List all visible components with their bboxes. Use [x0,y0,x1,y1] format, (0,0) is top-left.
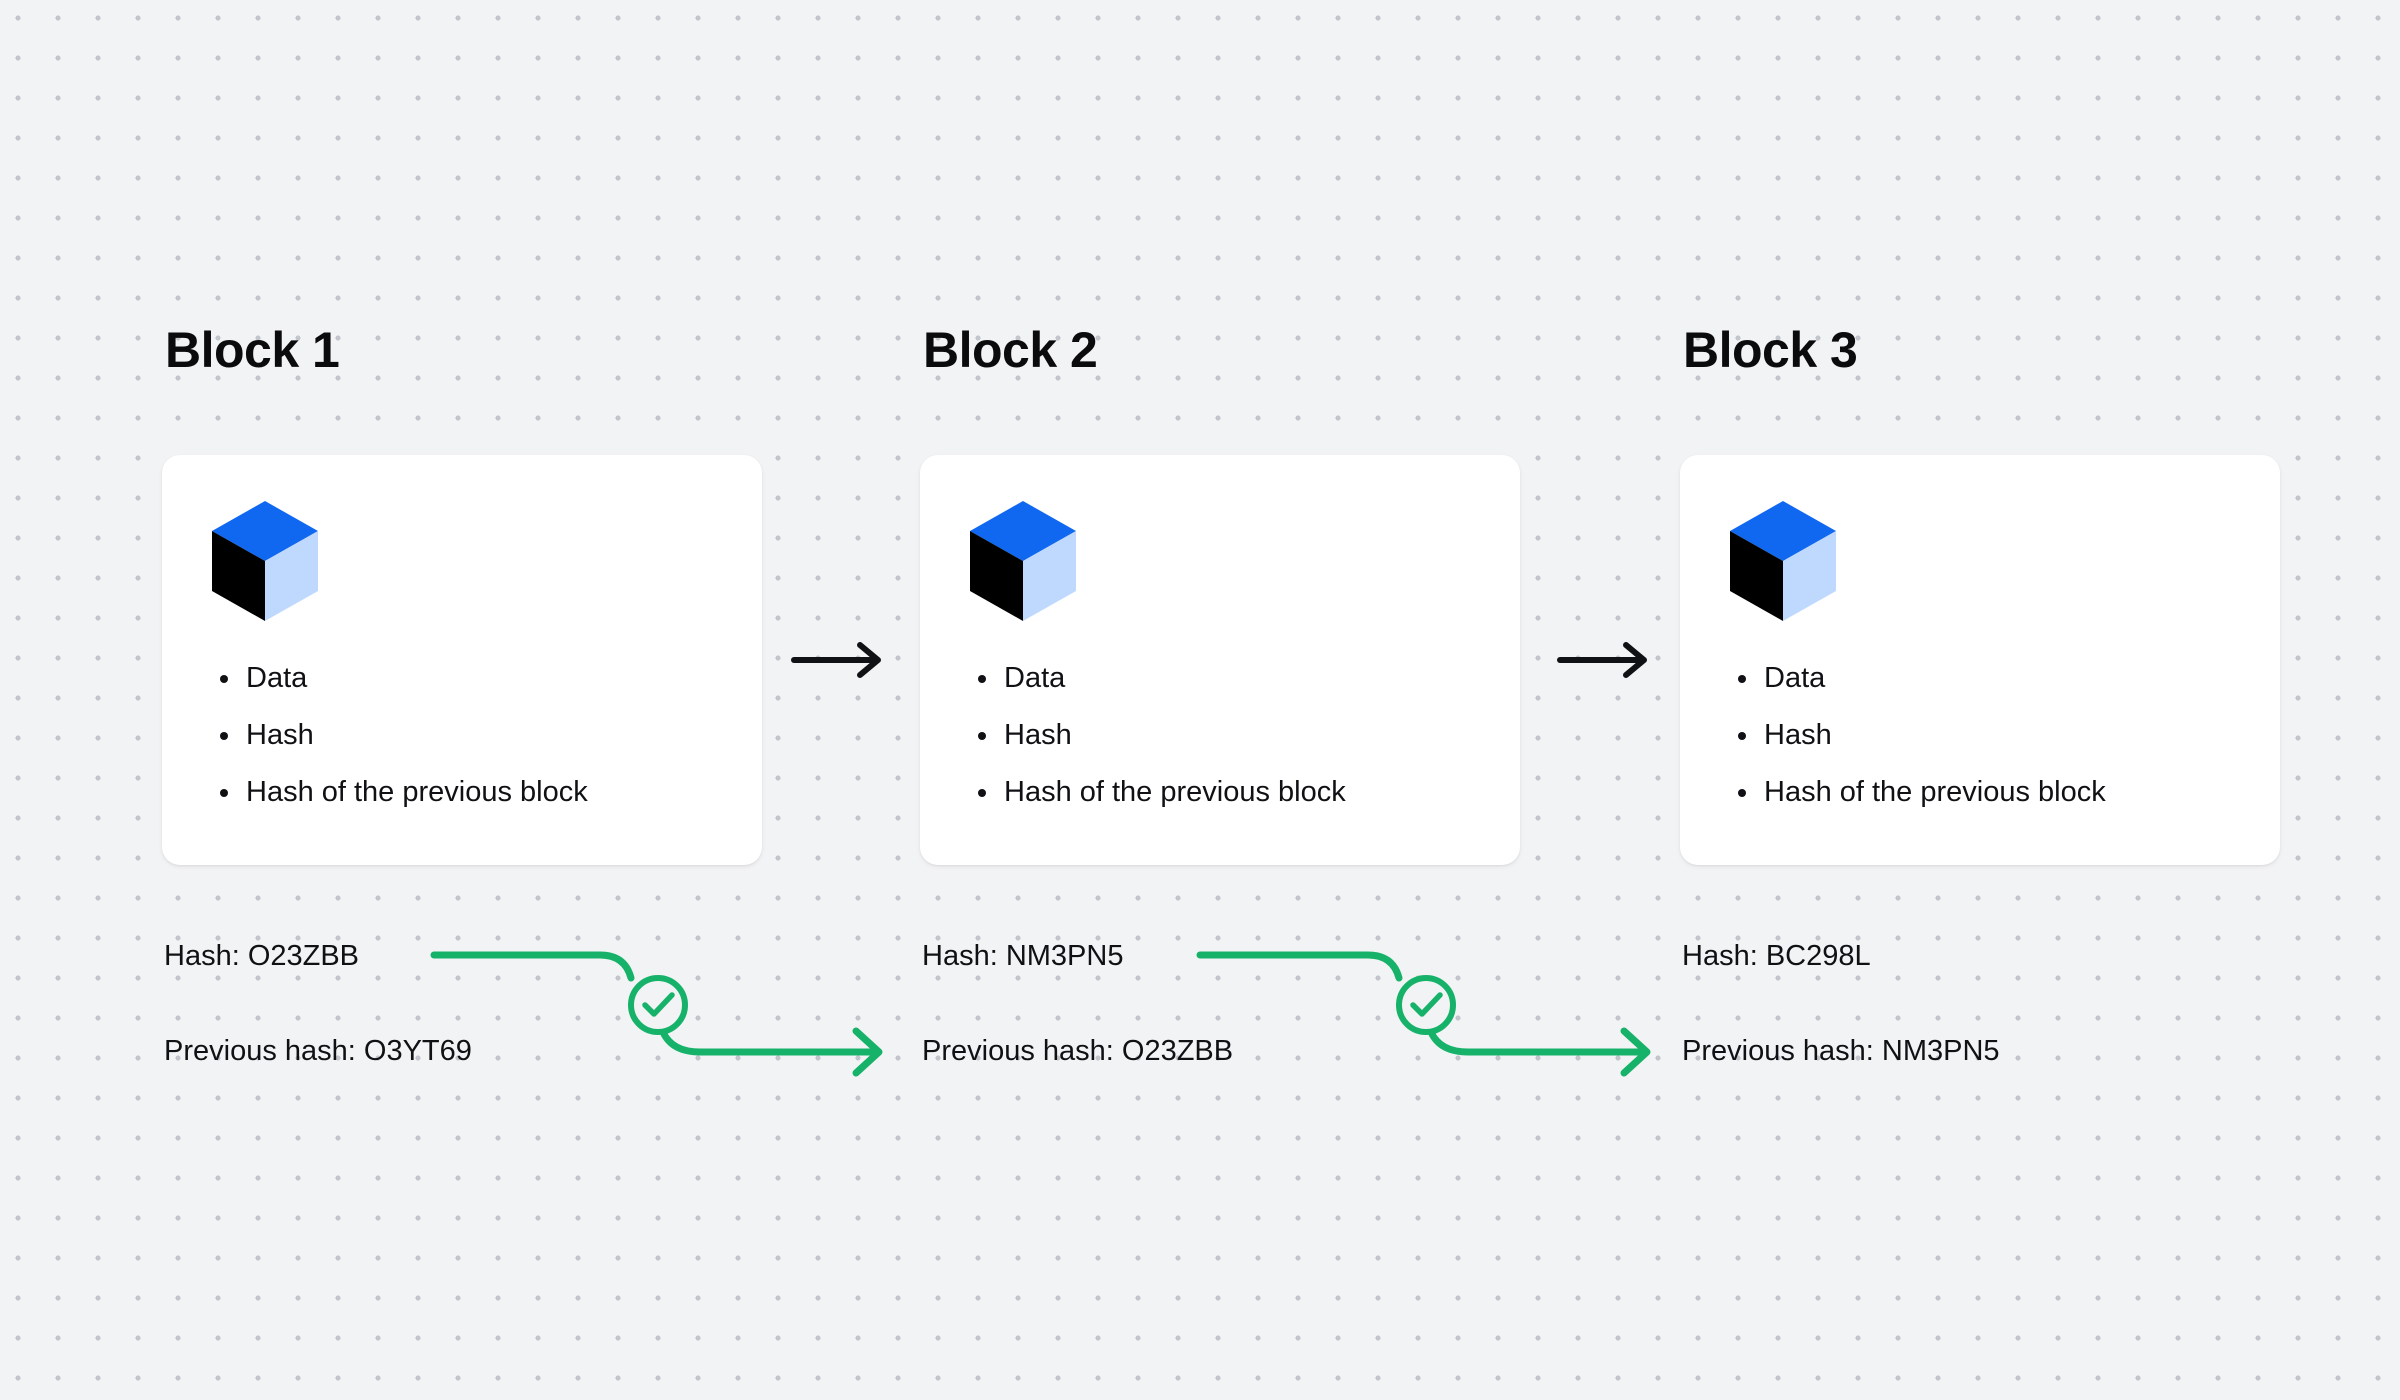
list-item-label: Hash of the previous block [1004,776,1346,808]
cube-right-face [1783,531,1836,621]
list-item-label: Hash of the previous block [246,776,588,808]
list-item: Data [214,660,588,697]
hash-link-arrowhead [1620,1027,1651,1077]
block-detail-list-2: Data Hash Hash of the previous block [972,660,1346,811]
hash-link-bottom-segment [1427,1028,1646,1056]
block-previous-hash-label-2: Previous hash: O23ZBB [922,1035,1234,1067]
list-item-label: Hash [1764,719,1832,751]
block-card-1[interactable]: Data Hash Hash of the previous block [162,455,762,865]
list-item-label: Data [1764,662,1826,694]
check-circle-icon [1396,975,1456,1035]
list-item: Hash of the previous block [214,774,588,811]
list-item: Hash [1732,717,2106,754]
list-item-label: Data [1004,662,1066,694]
block-card-2[interactable]: Data Hash Hash of the previous block [920,455,1520,865]
block-title-1: Block 1 [165,322,340,378]
block-previous-hash-label-3: Previous hash: NM3PN5 [1682,1035,2000,1067]
list-item: Data [972,660,1346,697]
block-title-2: Block 2 [923,322,1098,378]
cube-right-face [1023,531,1076,621]
list-item: Hash [214,717,588,754]
arrow-head [1623,642,1647,678]
bullet-icon [220,732,228,740]
hash-link-block1-to-block2 [430,951,883,1077]
list-item: Hash of the previous block [1732,774,2106,811]
cube-left-face [970,531,1023,621]
list-item: Hash [972,717,1346,754]
block-previous-hash-label-1: Previous hash: O3YT69 [164,1035,472,1067]
cube-left-face [1730,531,1783,621]
bullet-icon [978,789,986,797]
list-item-label: Hash [1004,719,1072,751]
bullet-icon [220,789,228,797]
arrow-block2-to-block3 [1557,642,1647,678]
bullet-icon [1738,732,1746,740]
check-mark-icon [1410,992,1443,1017]
cube-icon [970,501,1076,621]
arrow-block1-to-block2 [791,642,881,678]
list-item: Data [1732,660,2106,697]
bullet-icon [220,675,228,683]
bullet-icon [978,675,986,683]
block-hash-label-1: Hash: O23ZBB [164,940,360,972]
block-hash-label-3: Hash: BC298L [1682,940,1871,972]
bullet-icon [1738,789,1746,797]
block-card-3[interactable]: Data Hash Hash of the previous block [1680,455,2280,865]
cube-left-face [212,531,265,621]
cube-icon [212,501,318,621]
list-item-label: Data [246,662,308,694]
bullet-icon [1738,675,1746,683]
list-item-label: Hash of the previous block [1764,776,2106,808]
bullet-icon [978,732,986,740]
block-title-3: Block 3 [1683,322,1858,378]
cube-icon [1730,501,1836,621]
hash-link-block2-to-block3 [1196,951,1651,1077]
block-hash-label-2: Hash: NM3PN5 [922,940,1124,972]
hash-link-arrowhead [852,1027,883,1077]
hash-link-top-segment [430,951,635,982]
list-item: Hash of the previous block [972,774,1346,811]
hash-link-bottom-segment [659,1028,878,1056]
block-detail-list-3: Data Hash Hash of the previous block [1732,660,2106,811]
hash-link-top-segment [1196,951,1403,982]
cube-right-face [265,531,318,621]
check-circle-icon [628,975,688,1035]
arrow-head [857,642,881,678]
check-mark-icon [642,992,675,1017]
list-item-label: Hash [246,719,314,751]
block-detail-list-1: Data Hash Hash of the previous block [214,660,588,811]
